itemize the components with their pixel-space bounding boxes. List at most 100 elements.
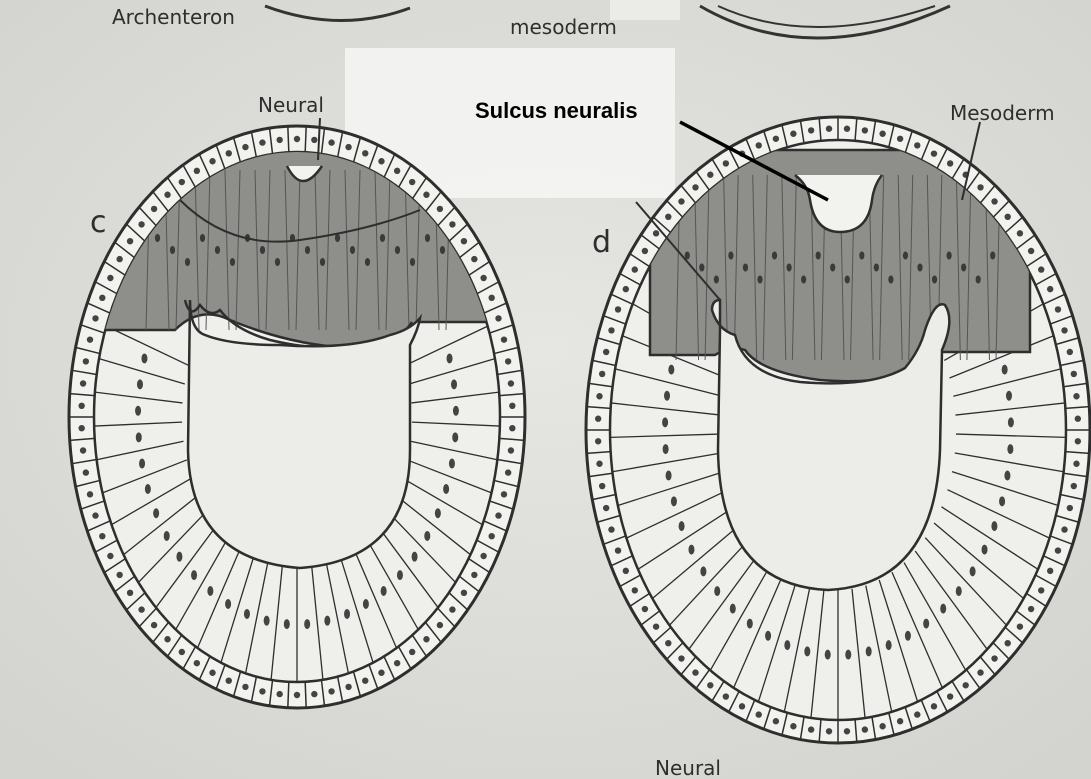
ectoderm-cell-nucleus: [1071, 371, 1077, 377]
ectoderm-cell-nucleus: [599, 371, 605, 377]
ectoderm-cell-nucleus: [1067, 505, 1073, 511]
ectoderm-cell-nucleus: [449, 606, 455, 612]
mesoderm-cell-nucleus: [451, 379, 457, 389]
ectoderm-cell-nucleus: [179, 179, 185, 185]
ectoderm-cell-nucleus: [596, 461, 602, 467]
ectoderm-cell-nucleus: [495, 315, 501, 321]
ectoderm-cell-nucleus: [226, 150, 232, 156]
ectoderm-cell-nucleus: [678, 198, 684, 204]
ectoderm-cell-nucleus: [977, 669, 983, 675]
neural-plate-cell-nucleus: [425, 234, 430, 242]
mesoderm-cell-nucleus: [153, 508, 159, 518]
ectoderm-cell-nucleus: [194, 168, 200, 174]
mesoderm-cell-nucleus: [145, 484, 151, 494]
ectoderm-cell-nucleus: [1038, 266, 1044, 272]
mesoderm-cell-nucleus: [139, 459, 145, 469]
mesoderm-cell-nucleus: [765, 631, 771, 641]
mesoderm-cell-nucleus: [804, 646, 810, 656]
mesoderm-cell-nucleus: [970, 566, 976, 576]
ectoderm-cell-nucleus: [862, 726, 868, 732]
ectoderm-cell-nucleus: [78, 425, 84, 431]
neural-plate-cell-nucleus: [728, 252, 733, 260]
neural-plate-cell-nucleus: [170, 246, 175, 254]
ectoderm-cell-nucleus: [501, 336, 507, 342]
ectoderm-cell-nucleus: [947, 693, 953, 699]
ectoderm-cell-nucleus: [632, 266, 638, 272]
ectoderm-cell-nucleus: [826, 126, 832, 132]
ectoderm-cell-nucleus: [596, 393, 602, 399]
ectoderm-cell-nucleus: [461, 590, 467, 596]
ectoderm-cell-nucleus: [505, 469, 511, 475]
ectoderm-cell-nucleus: [138, 221, 144, 227]
ectoderm-cell-nucleus: [739, 703, 745, 709]
neural-plate-cell-nucleus: [350, 246, 355, 254]
ectoderm-cell-nucleus: [692, 184, 698, 190]
ectoderm-cell-nucleus: [595, 416, 601, 422]
mesoderm-cell-nucleus: [982, 545, 988, 555]
ectoderm-cell-nucleus: [107, 275, 113, 281]
panel-d-cross-section: [586, 117, 1090, 743]
ectoderm-cell-nucleus: [423, 636, 429, 642]
mesoderm-cell-nucleus: [452, 432, 458, 442]
neural-plate-cell-nucleus: [320, 258, 325, 266]
mesoderm-cell-nucleus: [784, 640, 790, 650]
ectoderm-cell-nucleus: [226, 677, 232, 683]
ectoderm-cell-nucleus: [378, 670, 384, 676]
mesoderm-cell-nucleus: [664, 391, 670, 401]
ectoderm-cell-nucleus: [844, 126, 850, 132]
ectoderm-cell-nucleus: [127, 238, 133, 244]
mesoderm-cell-nucleus: [141, 353, 147, 363]
ectoderm-cell-nucleus: [653, 230, 659, 236]
neural-plate-cell-nucleus: [830, 264, 835, 272]
ectoderm-cell-nucleus: [394, 168, 400, 174]
neural-plate-cell-nucleus: [903, 252, 908, 260]
neural-plate-cell-nucleus: [888, 276, 893, 284]
mesoderm-cell-nucleus: [991, 521, 997, 531]
ectoderm-cell-nucleus: [707, 172, 713, 178]
neural-plate-cell-nucleus: [380, 234, 385, 242]
neural-plate-cell-nucleus: [365, 258, 370, 266]
mesoderm-cell-nucleus: [940, 604, 946, 614]
ectoderm-cell-nucleus: [991, 198, 997, 204]
ectoderm-cell-nucleus: [826, 728, 832, 734]
ectoderm-cell-nucleus: [242, 144, 248, 150]
ectoderm-cell-nucleus: [707, 682, 713, 688]
ectoderm-cell-nucleus: [394, 660, 400, 666]
ectoderm-cell-nucleus: [1067, 349, 1073, 355]
ectoderm-cell-nucleus: [623, 568, 629, 574]
ectoderm-cell-nucleus: [471, 256, 477, 262]
ectoderm-cell-nucleus: [665, 640, 671, 646]
ectoderm-cell-nucleus: [495, 512, 501, 518]
ectoderm-cell-nucleus: [931, 703, 937, 709]
ectoderm-cell-nucleus: [179, 649, 185, 655]
neural-plate-cell-nucleus: [230, 258, 235, 266]
ectoderm-cell-nucleus: [116, 572, 122, 578]
mesoderm-cell-nucleus: [747, 619, 753, 629]
ectoderm-cell-nucleus: [409, 649, 415, 655]
mesoderm-cell-nucleus: [453, 406, 459, 416]
mesoderm-cell-nucleus: [324, 616, 330, 626]
neural-plate-cell-nucleus: [786, 264, 791, 272]
ectoderm-cell-nucleus: [1028, 248, 1034, 254]
ectoderm-cell-nucleus: [151, 206, 157, 212]
mesoderm-cell-nucleus: [730, 604, 736, 614]
ectoderm-cell-nucleus: [423, 192, 429, 198]
neural-plate-cell-nucleus: [946, 252, 951, 260]
ectoderm-cell-nucleus: [259, 139, 265, 145]
mesoderm-cell-nucleus: [443, 484, 449, 494]
neural-plate-cell-nucleus: [185, 258, 190, 266]
ectoderm-cell-nucleus: [897, 136, 903, 142]
ectoderm-cell-nucleus: [328, 139, 334, 145]
ectoderm-cell-nucleus: [947, 160, 953, 166]
ectoderm-cell-nucleus: [991, 655, 997, 661]
ectoderm-cell-nucleus: [107, 553, 113, 559]
ectoderm-cell-nucleus: [692, 669, 698, 675]
mesoderm-cell-nucleus: [304, 619, 310, 629]
neural-plate-cell-nucleus: [990, 252, 995, 260]
ectoderm-cell-nucleus: [623, 286, 629, 292]
neural-plate-cell-nucleus: [932, 276, 937, 284]
mesoderm-cell-nucleus: [381, 586, 387, 596]
ectoderm-cell-nucleus: [1017, 230, 1023, 236]
ectoderm-cell-nucleus: [1075, 416, 1081, 422]
ectoderm-cell-nucleus: [209, 158, 215, 164]
